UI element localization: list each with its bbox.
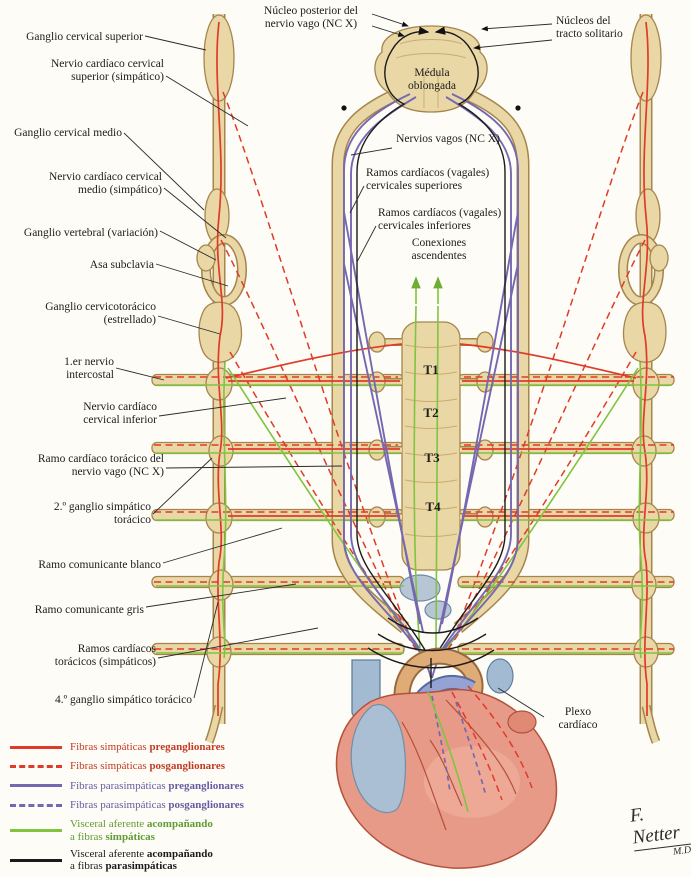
heart	[335, 647, 558, 869]
signature-name: F. Netter	[628, 798, 691, 852]
label-asa-subclavia: Asa subclavia	[89, 259, 154, 271]
label-conexiones-ascendentes: Conexiones ascendentes	[411, 237, 467, 262]
label-ganglio-cervicotoracico: Ganglio cervicotorácico (estrellado)	[45, 301, 156, 326]
sympathetic-postganglionic-fibers	[154, 91, 674, 659]
legend-swatch-red-dashed	[10, 764, 62, 768]
legend-item-sympathetic-postganglionic: Fibras simpáticas posganglionares	[10, 760, 326, 772]
label-cuarto-ganglio-simpatico: 4.º ganglio simpático torácico	[54, 694, 192, 706]
label-ramo-comunicante-gris: Ramo comunicante gris	[34, 604, 144, 616]
legend-item-parasympathetic-postganglionic: Fibras parasimpáticas posganglionares	[10, 799, 326, 811]
label-ganglio-cervical-superior: Ganglio cervical superior	[26, 31, 143, 43]
label-primer-nervio-intercostal: 1.er nervio intercostal	[64, 356, 114, 381]
visceral-afferent-sympathetic-fibers	[156, 276, 672, 659]
label-ramos-cardiacos-superiores: Ramos cardíacos (vagales) cervicales sup…	[366, 167, 490, 192]
legend-label: Fibras parasimpáticas preganglionares	[70, 779, 244, 792]
legend-label: Fibras parasimpáticas posganglionares	[70, 798, 244, 811]
label-nucleo-posterior-nervio-vago: Núcleo posterior del nervio vago (NC X)	[264, 5, 358, 30]
legend: Fibras simpáticas preganglionares Fibras…	[10, 741, 326, 877]
cardiac-plexus-fibers	[367, 617, 533, 813]
label-segundo-ganglio-simpatico: 2.º ganglio simpático torácico	[53, 501, 151, 526]
legend-label: Fibras simpáticas preganglionares	[70, 741, 225, 753]
t2-level-label: T2	[423, 405, 438, 420]
label-ramos-cardiacos-inferiores: Ramos cardíacos (vagales) cervicales inf…	[378, 207, 502, 232]
label-nervios-vagos: Nervios vagos (NC X)	[396, 133, 500, 145]
label-nervio-cardiaco-cervical-medio: Nervio cardíaco cervical medio (simpátic…	[48, 171, 162, 196]
legend-item-sympathetic-preganglionic: Fibras simpáticas preganglionares	[10, 741, 326, 753]
label-ganglio-cervical-medio: Ganglio cervical medio	[14, 127, 122, 139]
legend-swatch-green-solid	[10, 829, 62, 833]
vertebral-level-labels: T1 T2 T3 T4	[423, 362, 441, 514]
t1-level-label: T1	[423, 362, 438, 377]
thoracic-spinal-column	[368, 321, 494, 571]
label-nucleos-tracto-solitario: Núcleos del tracto solitario	[556, 15, 623, 40]
label-ramos-cardiacos-toracicos: Ramos cardíacos torácicos (simpáticos)	[54, 643, 156, 668]
visceral-afferent-parasympathetic-fibers	[341, 26, 521, 651]
legend-swatch-purple-solid	[10, 784, 62, 788]
t3-level-label: T3	[424, 450, 440, 465]
label-nervio-cardiaco-cervical-inferior: Nervio cardíaco cervical inferior	[83, 401, 157, 426]
label-plexo-cardiaco: Plexo cardíaco	[558, 706, 598, 731]
t4-level-label: T4	[425, 499, 441, 514]
legend-swatch-red-solid	[10, 745, 62, 749]
leader-lines	[115, 13, 553, 718]
legend-label: Fibras simpáticas posganglionares	[70, 760, 226, 773]
legend-item-parasympathetic-preganglionic: Fibras parasimpáticas preganglionares	[10, 780, 326, 792]
label-ramo-cardiaco-toracico-vago: Ramo cardíaco torácico del nervio vago (…	[37, 453, 164, 478]
right-atrium	[350, 704, 406, 814]
label-ganglio-vertebral: Ganglio vertebral (variación)	[23, 227, 158, 239]
legend-swatch-purple-dashed	[10, 803, 62, 807]
label-ramo-comunicante-blanco: Ramo comunicante blanco	[38, 559, 161, 571]
medulla-oblongata	[374, 25, 488, 113]
label-nervio-cardiaco-cervical-superior: Nervio cardíaco cervical superior (simpá…	[50, 58, 164, 83]
legend-swatch-black-solid	[10, 858, 62, 862]
artist-signature: F. Netter M.D.	[628, 798, 691, 863]
label-medula-oblongada: Médula oblongada	[408, 67, 456, 92]
